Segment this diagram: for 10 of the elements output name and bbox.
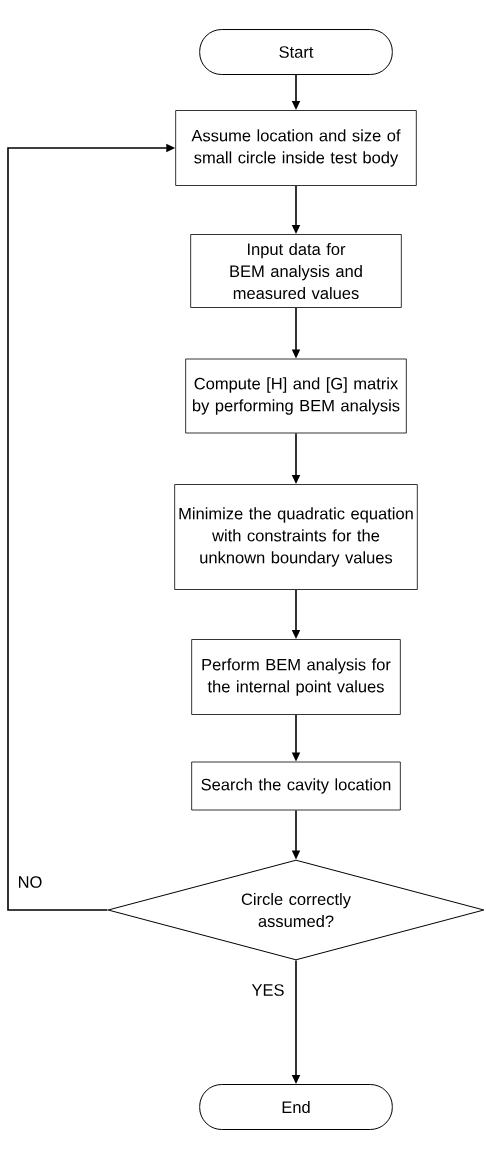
process-box: Minimize the quadratic equation with constraints for the unknown boundary values xyxy=(174,484,418,590)
process-box: Compute [H] and [G] matrix by performing BEM analysis xyxy=(185,358,407,434)
edge-label: NO xyxy=(16,875,44,889)
process-box: Assume location and size of small circle inside test body xyxy=(175,110,417,186)
edge-label: YES xyxy=(250,983,286,997)
terminal-box: Start xyxy=(199,29,393,75)
process-box: Search the cavity location xyxy=(191,761,401,811)
process-box: Input data for BEM analysis and measured values xyxy=(190,234,402,308)
terminal-box: End xyxy=(199,1084,393,1130)
process-box: Perform BEM analysis for the internal point values xyxy=(191,639,401,715)
